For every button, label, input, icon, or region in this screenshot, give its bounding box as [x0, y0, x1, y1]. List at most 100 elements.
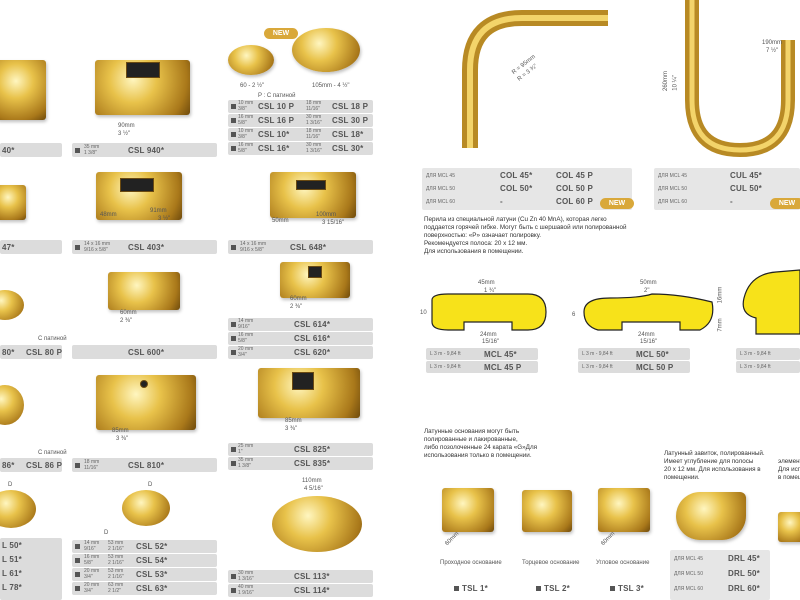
product-code: CSL 616*	[294, 334, 331, 343]
dimension-label: 260mm	[663, 70, 670, 92]
product-code: CSL 614*	[294, 320, 331, 329]
dimension-label: 2 ⅜"	[120, 318, 133, 324]
dimension-label: 1 ¾"	[484, 288, 497, 294]
dimension-mm: 10 mm	[238, 128, 254, 134]
size-row	[228, 114, 373, 127]
product-code: CSL 600*	[128, 348, 165, 357]
product-image-u-bend	[685, 0, 795, 158]
dimension-in: 9/16"	[84, 546, 96, 552]
dimension-label: 7 ½"	[766, 48, 779, 54]
product-code: CSL 18 P	[332, 102, 369, 111]
dimension-mm: 16 mm	[84, 554, 100, 560]
product-code: CSL 54*	[136, 556, 168, 565]
product-code: CSL 620*	[294, 348, 331, 357]
square-icon	[75, 558, 80, 563]
dimension-in: 2 1/2"	[108, 588, 121, 594]
product-code: MCL 50 P	[636, 363, 674, 372]
dimension-label: 90mm	[118, 123, 135, 129]
scroll-line: 20 х 12 мм. Для использования в	[664, 466, 761, 473]
dimension-in: 3/4"	[84, 574, 93, 580]
code-row	[736, 348, 800, 360]
size-row	[72, 582, 217, 595]
square-icon	[231, 146, 236, 151]
profile-shape-mcl60	[742, 269, 800, 335]
dimension-label: 100mm	[316, 212, 337, 218]
row-label: ДЛЯ MCL 45	[658, 173, 687, 179]
square-icon	[75, 148, 80, 153]
product-code: TSL 3*	[618, 584, 644, 593]
product-code: COL 50 P	[556, 184, 594, 193]
product-image-dome-base	[272, 496, 362, 552]
row-label: L 3 m - 9,84 ft	[582, 351, 613, 357]
dimension-in: 3/4"	[238, 352, 247, 358]
dimension-mm: 14 mm	[84, 540, 100, 546]
product-code: MCL 50*	[636, 350, 669, 359]
row-label: ДЛЯ MCL 45	[674, 556, 703, 562]
code-table	[422, 168, 632, 210]
edge-line: в помещ	[778, 474, 800, 481]
row-label: ДЛЯ MCL 60	[426, 199, 455, 205]
product-image-base-corner	[598, 488, 650, 532]
profile-shape-mcl45	[431, 293, 547, 331]
scroll-line: Имеет углубление для полосы	[664, 458, 754, 465]
dimension-mm: 35 mm	[238, 457, 254, 463]
product-code: L 61*	[2, 569, 22, 578]
product-image-rosette	[0, 385, 24, 425]
code-bar	[72, 143, 217, 157]
code-row	[578, 348, 690, 360]
dimension-label: 10 ¼"	[672, 75, 679, 91]
product-code: CSL 940*	[128, 146, 165, 155]
product-code: DRL 50*	[728, 569, 760, 578]
square-icon	[75, 245, 80, 250]
diameter-label: D	[148, 482, 153, 488]
product-image-bend	[462, 10, 608, 148]
code-bar	[0, 240, 62, 254]
dimension-in: 2 1/16"	[108, 560, 124, 566]
product-hole	[120, 178, 154, 192]
size-row	[228, 128, 373, 141]
dimension-in: 9/16 x 5/8"	[84, 247, 108, 253]
dimension-mm: 20 mm	[238, 346, 254, 352]
product-code: CSL 80 P	[26, 348, 63, 357]
product-hole	[126, 62, 160, 78]
product-image-base-through	[442, 488, 494, 532]
dimension-in: 11/16"	[84, 465, 98, 471]
square-icon	[231, 118, 236, 123]
bases-line: использования только в помещении.	[424, 452, 532, 459]
product-code: L 51*	[2, 555, 22, 564]
dimension-label: 48mm	[100, 212, 117, 218]
product-code: COL 45 P	[556, 171, 594, 180]
dimension-mm: 53 mm	[108, 554, 124, 560]
square-icon	[454, 586, 459, 591]
product-code: L 78*	[2, 583, 22, 592]
dimension-mm: 14 x 16 mm	[240, 241, 267, 247]
code-bar	[72, 345, 217, 359]
dimension-label: 45mm	[478, 280, 495, 286]
description-line: Для использования в помещении.	[424, 248, 524, 255]
product-code: L 50*	[2, 541, 22, 550]
row-label: ДЛЯ MCL 50	[426, 186, 455, 192]
dimension-in: 5/8"	[238, 148, 247, 154]
dimension-label: 7mm	[717, 318, 724, 332]
dimension-label: 3 ½"	[158, 216, 171, 222]
product-code: CSL 825*	[294, 445, 331, 454]
product-image-rosette	[0, 290, 24, 320]
product-code: COL 60 P	[556, 197, 594, 206]
description-line: поверхностью: «P» означает полировку.	[424, 232, 542, 239]
product-code: CSL 30 P	[332, 116, 369, 125]
dimension-label: 190mm	[762, 40, 783, 46]
description-line: поддается горячей гибке. Могут быть с ше…	[424, 224, 627, 231]
product-code: CSL 16 P	[258, 116, 295, 125]
code-bar	[228, 240, 373, 254]
dimension-label: 24mm	[638, 332, 655, 338]
dimension-mm: 53 mm	[108, 540, 124, 546]
dimension-label: 15/16"	[482, 339, 500, 345]
product-image-flange	[0, 490, 36, 528]
size-row	[228, 584, 373, 597]
dimension-label: 60mm	[444, 530, 461, 548]
dimension-mm: 16 mm	[238, 114, 254, 120]
row-label: ДЛЯ MCL 60	[658, 199, 687, 205]
dimension-label: 91mm	[150, 208, 167, 214]
product-code: 80*	[2, 348, 15, 357]
